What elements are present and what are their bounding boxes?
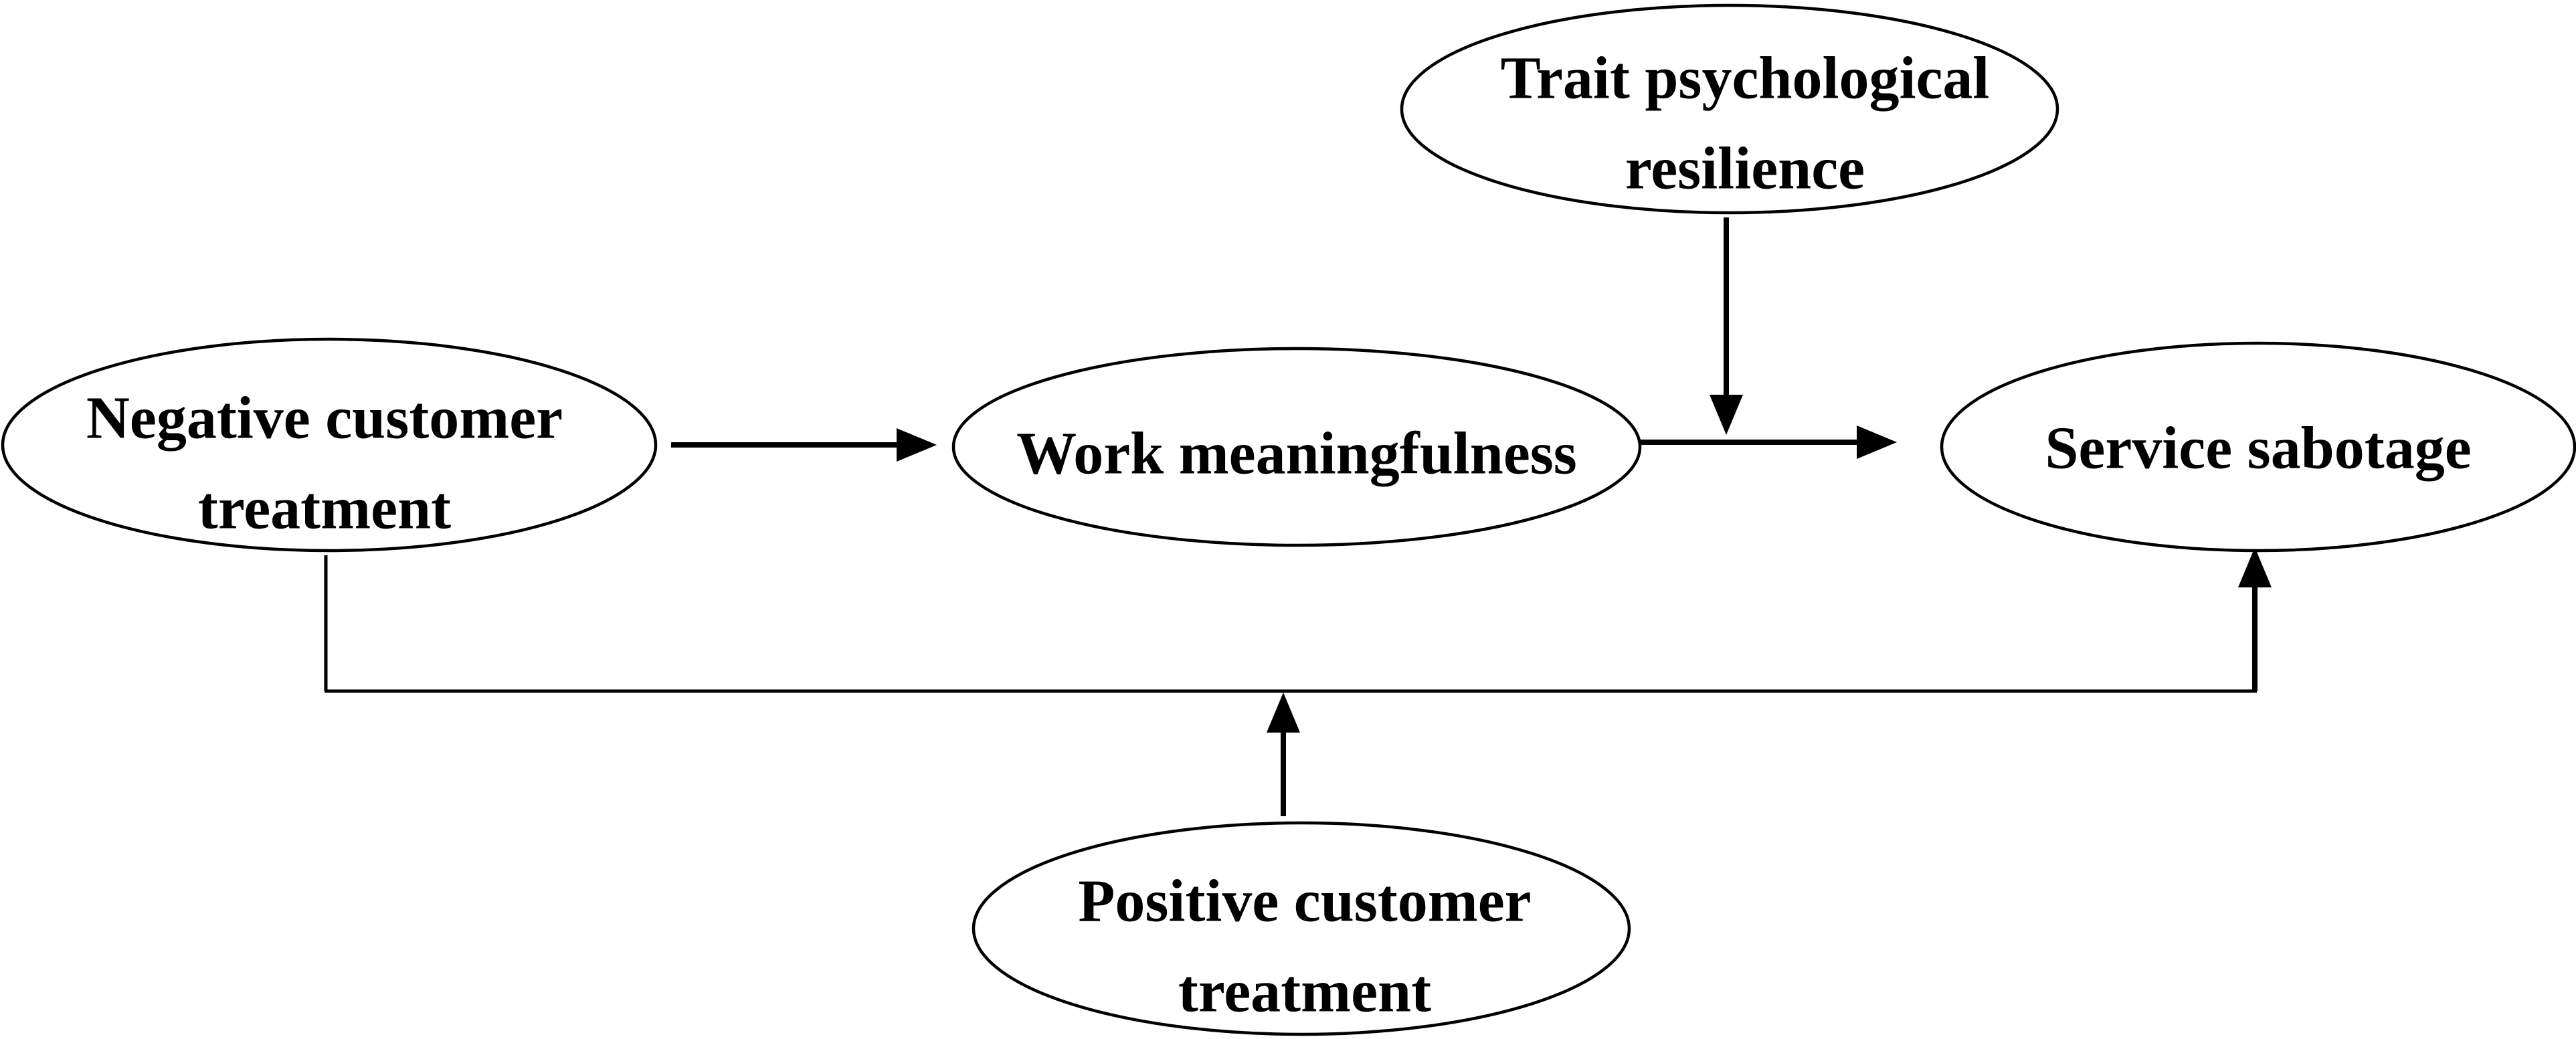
node-trait-label-line2: resilience — [1625, 136, 1865, 202]
node-negative-label-line1: Negative customer — [86, 385, 563, 452]
edge-negative-to-work — [671, 428, 937, 462]
node-negative-customer-treatment: Negative customer treatment — [1, 337, 658, 553]
node-work-label: Work meaningfulness — [1016, 421, 1577, 487]
edge-work-to-service — [1629, 426, 1897, 459]
node-positive-label-line1: Positive customer — [1078, 868, 1531, 935]
node-trait-label-line1: Trait psychological — [1501, 45, 1990, 112]
node-trait-psychological-resilience: Trait psychological resilience — [1400, 3, 2059, 215]
edge-trait-moderation — [1710, 217, 1743, 435]
node-work-meaningfulness: Work meaningfulness — [951, 347, 1642, 547]
node-service-label: Service sabotage — [2045, 415, 2471, 482]
edge-positive-moderation — [1267, 692, 1300, 816]
node-service-sabotage: Service sabotage — [1940, 341, 2576, 553]
edge-negative-to-service-direct — [324, 547, 2272, 693]
node-positive-customer-treatment: Positive customer treatment — [972, 821, 1631, 1036]
node-positive-label-line2: treatment — [1178, 959, 1431, 1025]
node-negative-label-line2: treatment — [198, 476, 451, 542]
